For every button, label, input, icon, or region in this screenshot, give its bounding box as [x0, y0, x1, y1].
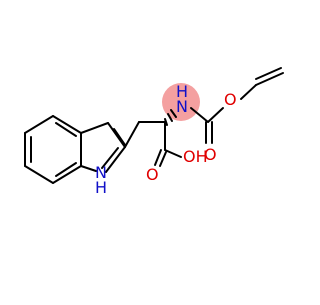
bond — [52, 115, 82, 134]
bond — [107, 122, 126, 148]
bond — [101, 147, 119, 169]
indole-h-label: H — [95, 178, 107, 197]
molecule-structure: H N O O O OH N H — [24, 67, 284, 197]
bond — [190, 107, 209, 123]
bond — [24, 115, 54, 134]
bond — [55, 162, 77, 177]
atom-labels: H N O O O OH N H — [95, 82, 237, 197]
bond — [207, 107, 224, 123]
bond — [170, 109, 177, 118]
bond — [80, 122, 109, 134]
amine-n-label: N — [176, 97, 188, 116]
bond — [80, 165, 97, 172]
carbamate-carbonyl-o-label: O — [204, 145, 217, 164]
ester-o-label: O — [224, 90, 237, 109]
bond — [154, 149, 162, 166]
bond — [113, 128, 126, 146]
structure-canvas: H N O O O OH N H — [24, 67, 284, 197]
acid-carbonyl-o-label: O — [146, 165, 159, 184]
bond — [24, 165, 54, 184]
bond — [240, 84, 257, 100]
indole-n-label: N — [95, 163, 107, 182]
bonds — [24, 67, 284, 184]
bond — [164, 149, 182, 158]
bond — [255, 72, 284, 86]
amine-h-label: H — [176, 82, 188, 101]
bond — [55, 122, 77, 137]
bond — [167, 113, 173, 122]
bond — [124, 121, 140, 148]
bond — [159, 151, 167, 167]
bond — [105, 146, 126, 173]
bond — [255, 67, 282, 80]
acid-oh-label: OH — [183, 147, 208, 166]
bond — [52, 165, 82, 184]
